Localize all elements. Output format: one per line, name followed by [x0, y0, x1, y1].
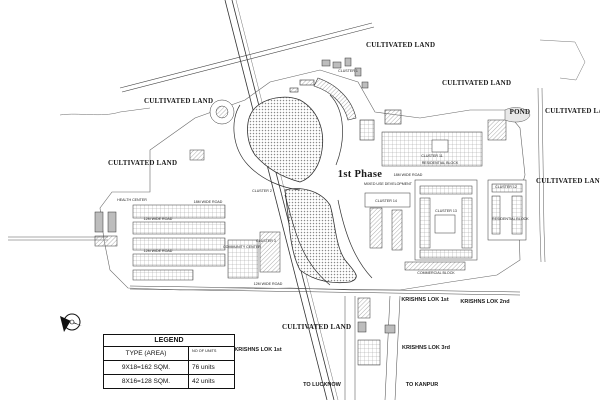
legend-row: 8X16=128 SQM. 42 units [104, 375, 234, 388]
label-residential-block-2: RESIDENTIAL BLOCK [492, 217, 529, 221]
label-health-center: HEALTH CENTER [117, 198, 147, 202]
label-krishns-lok-2nd: KRISHNS LOK 2nd [460, 299, 510, 305]
cluster-13-block [414, 179, 478, 261]
legend-row-units: 76 units [192, 364, 215, 371]
label-cluster-14: CLUSTER 14 [375, 199, 397, 203]
left-road [8, 236, 108, 241]
central-green-lower [284, 188, 357, 284]
label-cluster-2: CLUSTER 2 [252, 189, 272, 193]
cluster-12-block [487, 179, 527, 241]
legend-header-type: TYPE (AREA) [104, 347, 189, 360]
label-cluster-12: CLUSTER 12 [495, 185, 517, 189]
right-college-block [487, 119, 507, 141]
label-cultivated-land-left: CULTIVATED LAND [144, 97, 214, 105]
label-cultivated-land-top-right: CULTIVATED LAND [442, 79, 512, 87]
label-krishns-lok-3rd: KRISHNS LOK 3rd [402, 345, 450, 351]
label-road-12m-a: 12M WIDE ROAD [143, 217, 173, 221]
label-cluster-3: CLUSTER 3 [256, 239, 276, 243]
legend-table: LEGEND TYPE (AREA) NO OF UNITS 9X18=162 … [103, 334, 235, 389]
pond-shape [504, 107, 531, 123]
label-road-18m-a: 18M WIDE ROAD [393, 173, 423, 177]
cluster-14-block [364, 192, 411, 251]
arc-buildings [289, 77, 357, 121]
label-krishns-lok-1st-b: KRISHNS LOK 1st [234, 347, 282, 353]
label-1st-phase: 1st Phase [337, 169, 383, 180]
left-residential-grid [132, 204, 226, 281]
label-road-18m-b: 18M WIDE ROAD [193, 200, 223, 204]
legend-row-type: 8X16=128 SQM. [104, 375, 189, 388]
right-road [537, 87, 546, 263]
label-cultivated-land-top: CULTIVATED LAND [366, 41, 436, 49]
label-mixed-use-development: MIXED USE DEVELOPMENT [364, 182, 412, 186]
label-cultivated-land-right: CULTIVATED LAND [545, 107, 600, 115]
label-cluster-13: CLUSTER 13 [435, 209, 457, 213]
legend-header-row: TYPE (AREA) NO OF UNITS [104, 347, 234, 361]
legend-row-units: 42 units [192, 378, 215, 385]
community-center-block [227, 231, 281, 279]
bottom-roads [129, 285, 521, 400]
legend-title: LEGEND [104, 335, 234, 347]
label-cultivated-land-right-mid: CULTIVATED LAND [536, 177, 600, 185]
rail-track [119, 22, 375, 93]
police-chowki [189, 99, 235, 161]
legend-row: 9X18=162 SQM. 76 units [104, 361, 234, 375]
label-community-center: COMMUNITY CENTER [223, 245, 261, 249]
ring-roads [233, 94, 373, 286]
label-pond: POND [509, 108, 531, 116]
left-field-boundary [59, 107, 151, 116]
top-right-field [539, 39, 586, 81]
bottom-buildings [357, 297, 396, 366]
north-arrow-icon [60, 313, 82, 332]
legend-header-units: NO OF UNITS [192, 349, 217, 353]
label-cultivated-land-mid-left: CULTIVATED LAND [108, 159, 178, 167]
label-road-12m-b: 12M WIDE ROAD [143, 249, 173, 253]
cluster-1-buildings [321, 57, 369, 89]
health-center-block [94, 211, 118, 247]
label-to-lucknow: TO LUCKNOW [303, 382, 341, 388]
label-residential-block: RESIDENTIAL BLOCK [421, 161, 459, 165]
label-road-12m-c: 12M WIDE ROAD [253, 282, 283, 286]
commercial-block-strip [404, 261, 466, 271]
intercollege-block [359, 109, 402, 141]
label-commercial-block: COMMERCIAL BLOCK [417, 271, 455, 275]
label-to-kanpur: TO KANPUR [405, 382, 439, 388]
legend-row-type: 9X18=162 SQM. [104, 361, 189, 374]
central-green-upper [247, 96, 324, 183]
label-cultivated-land-bottom: CULTIVATED LAND [282, 323, 352, 331]
cluster-11-block [381, 131, 483, 167]
label-cluster-1: CLUSTER 1 [338, 69, 358, 73]
label-krishns-lok-1st-a: KRISHNS LOK 1st [401, 297, 449, 303]
label-cluster-11: CLUSTER 11 [421, 154, 443, 158]
